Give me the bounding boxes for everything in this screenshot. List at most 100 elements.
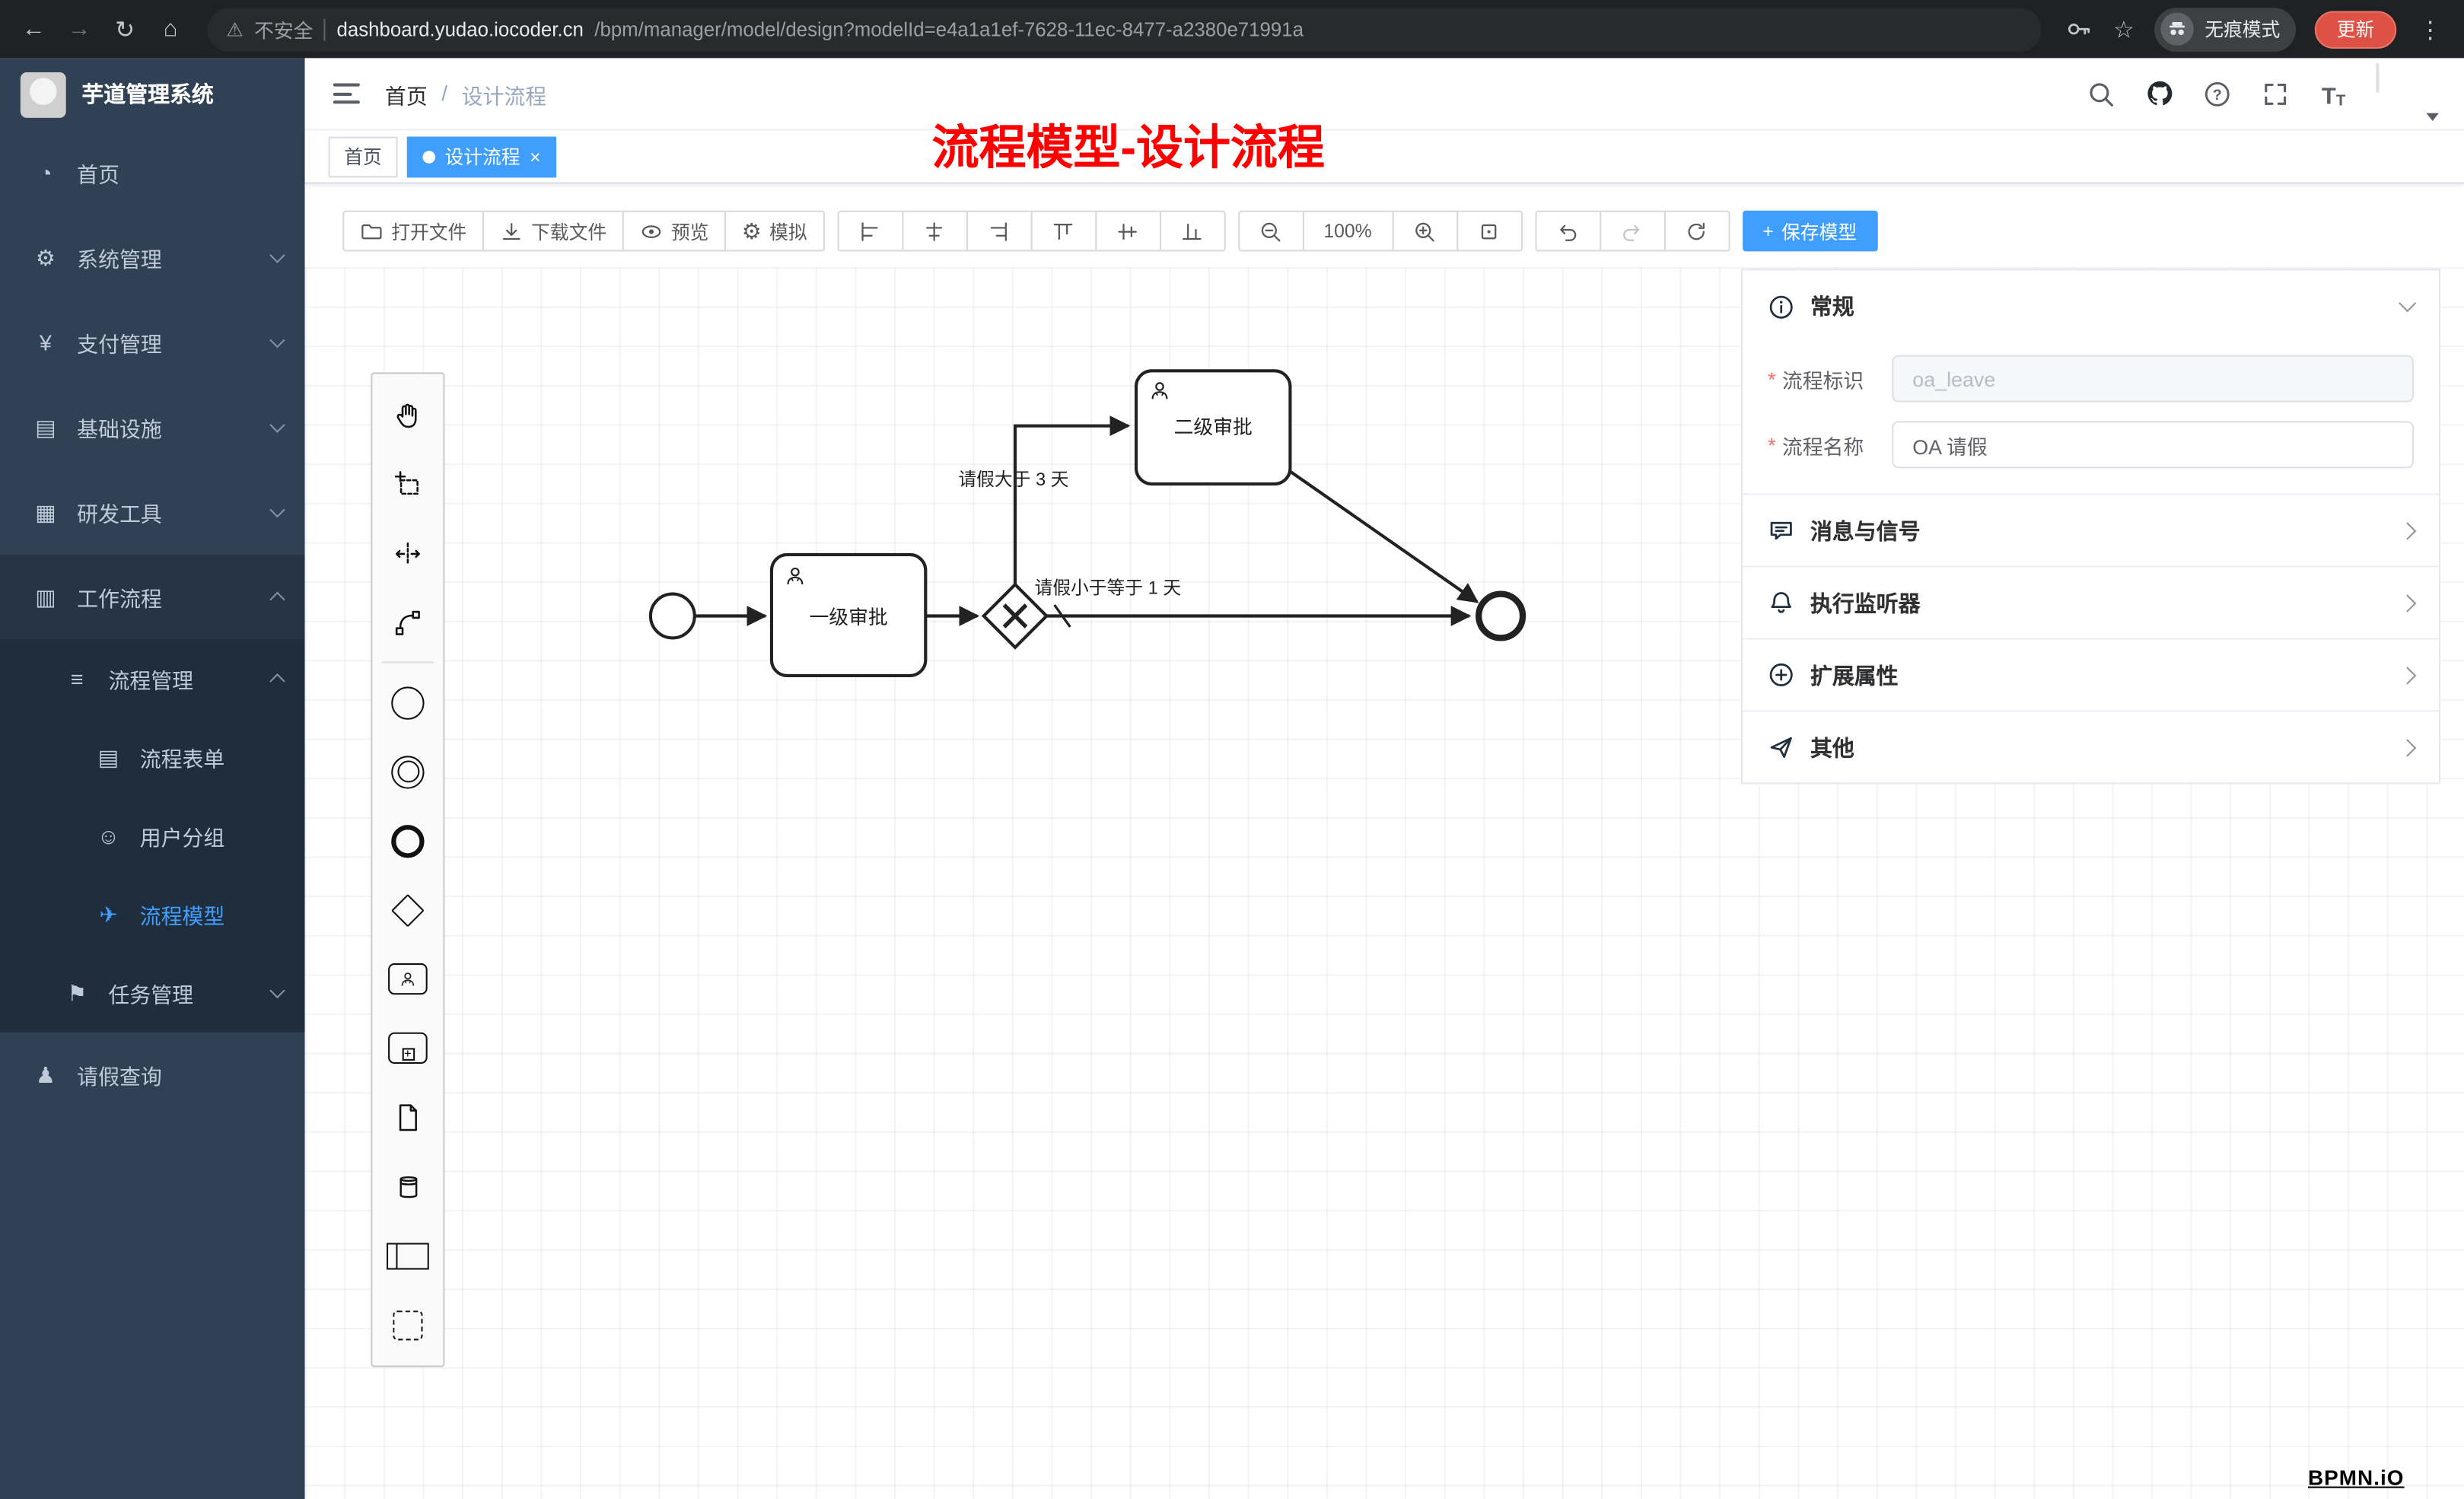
- sidebar-item-process-model[interactable]: ✈ 流程模型: [0, 875, 305, 954]
- tab-close-icon[interactable]: ×: [529, 145, 541, 167]
- sidebar-item-leave-query[interactable]: ♟ 请假查询: [0, 1033, 305, 1118]
- align-bottom-button[interactable]: [1159, 210, 1225, 252]
- browser-reload-icon[interactable]: ↻: [115, 16, 135, 43]
- sidebar-item-label: 请假查询: [77, 1065, 162, 1090]
- align-left-button[interactable]: [836, 210, 903, 252]
- space-tool[interactable]: [372, 518, 443, 587]
- zoom-button-group: 100%: [1237, 210, 1523, 252]
- align-top-button[interactable]: [1030, 210, 1097, 252]
- create-participant[interactable]: [372, 1221, 443, 1291]
- create-end-event[interactable]: [372, 806, 443, 875]
- sidebar-item-process-management[interactable]: ≡ 流程管理: [0, 639, 305, 718]
- bpmn-io-watermark[interactable]: BPMN.iO: [2308, 1466, 2405, 1490]
- create-gateway[interactable]: [372, 875, 443, 944]
- zoom-in-button[interactable]: [1391, 210, 1458, 252]
- panel-section-message[interactable]: 消息与信号: [1743, 493, 2439, 565]
- incognito-badge: 无痕模式: [2154, 7, 2297, 52]
- app-logo[interactable]: 芋道管理系统: [0, 58, 305, 130]
- save-model-button[interactable]: + 保存模型: [1742, 210, 1878, 252]
- sidebar-item-label: 流程表单: [139, 747, 225, 772]
- tags-view: 首页 设计流程 ×: [304, 130, 2464, 184]
- sidebar: 芋道管理系统 ◔ 首页 ⚙ 系统管理 ¥ 支付管理 ▤ 基础设施 ▦ 研发工具 …: [0, 58, 305, 1499]
- search-icon[interactable]: [2085, 78, 2116, 109]
- bookmark-star-icon[interactable]: ☆: [2112, 16, 2135, 43]
- panel-section-other[interactable]: 其他: [1743, 710, 2439, 782]
- task-first-approval[interactable]: [769, 552, 928, 678]
- save-model-label: 保存模型: [1781, 221, 1858, 243]
- field-process-key: * 流程标识: [1743, 345, 2439, 412]
- sidebar-item-home[interactable]: ◔ 首页: [0, 130, 305, 215]
- sidebar-item-system[interactable]: ⚙ 系统管理: [0, 215, 305, 301]
- process-name-input[interactable]: [1892, 421, 2414, 469]
- preview-button[interactable]: 预览: [622, 210, 727, 252]
- sidebar-item-task-management[interactable]: ⚑ 任务管理: [0, 953, 305, 1033]
- condition-label-le1[interactable]: 请假小于等于 1 天: [1035, 578, 1182, 599]
- browser-back-icon[interactable]: ←: [21, 15, 46, 43]
- panel-section-general[interactable]: 常规: [1743, 270, 2439, 342]
- sidebar-item-workflow[interactable]: ▥ 工作流程: [0, 554, 305, 640]
- open-file-button[interactable]: 打开文件: [342, 210, 485, 252]
- sidebar-item-infrastructure[interactable]: ▤ 基础设施: [0, 385, 305, 470]
- sidebar-collapse-icon[interactable]: [333, 83, 360, 104]
- chevron-right-icon: [2398, 666, 2417, 684]
- zoom-reset-button[interactable]: [1456, 210, 1523, 252]
- panel-section-extension[interactable]: 扩展属性: [1743, 638, 2439, 710]
- task-second-approval[interactable]: [1134, 369, 1292, 486]
- process-key-input[interactable]: [1892, 355, 2414, 403]
- fullscreen-icon[interactable]: [2260, 78, 2291, 109]
- redo-button[interactable]: [1599, 210, 1666, 252]
- browser-forward-icon[interactable]: →: [67, 15, 91, 43]
- flow-task2-to-end[interactable]: [1289, 469, 1479, 603]
- download-file-button[interactable]: 下载文件: [482, 210, 624, 252]
- create-user-task[interactable]: [372, 944, 443, 1014]
- panel-section-title: 常规: [1810, 294, 1854, 320]
- key-icon[interactable]: [2057, 8, 2099, 50]
- simulate-button[interactable]: ⚙ 模拟: [724, 210, 825, 252]
- panel-section-listener[interactable]: 执行监听器: [1743, 565, 2439, 638]
- zoom-out-button[interactable]: [1237, 210, 1304, 252]
- sidebar-item-process-form[interactable]: ▤ 流程表单: [0, 718, 305, 797]
- sidebar-item-devtools[interactable]: ▦ 研发工具: [0, 469, 305, 555]
- align-right-button[interactable]: [966, 210, 1032, 252]
- required-star: *: [1768, 432, 1776, 457]
- lasso-tool[interactable]: [372, 450, 443, 519]
- open-file-label: 打开文件: [391, 221, 467, 243]
- field-process-name: * 流程名称: [1743, 412, 2439, 478]
- zoom-level-value[interactable]: 100%: [1302, 210, 1393, 252]
- condition-label-gt3[interactable]: 请假大于 3 天: [958, 469, 1068, 490]
- start-event[interactable]: [648, 592, 696, 640]
- hand-tool[interactable]: [372, 380, 443, 450]
- browser-menu-icon[interactable]: ⋮: [2418, 16, 2443, 43]
- bpmn-canvas[interactable]: 一级审批 二级审批 请假大于 3 天 请假小于等于 1 天: [304, 267, 2464, 1499]
- tab-design-process[interactable]: 设计流程 ×: [406, 135, 557, 177]
- align-middle-button[interactable]: [1094, 210, 1161, 252]
- create-data-store[interactable]: [372, 1152, 443, 1221]
- address-bar[interactable]: ⚠ 不安全 dashboard.yudao.iocoder.cn/bpm/man…: [207, 7, 2042, 52]
- sidebar-item-payment[interactable]: ¥ 支付管理: [0, 300, 305, 385]
- sidebar-item-label: 流程管理: [108, 669, 194, 693]
- flow-gateway-to-task2[interactable]: [1013, 415, 1131, 585]
- create-start-event[interactable]: [372, 668, 443, 737]
- create-intermediate-event[interactable]: [372, 737, 443, 807]
- browser-update-button[interactable]: 更新: [2314, 10, 2397, 48]
- undo-button[interactable]: [1534, 210, 1601, 252]
- github-icon[interactable]: [2144, 78, 2175, 109]
- global-connect-tool[interactable]: [372, 587, 443, 657]
- breadcrumb-home[interactable]: 首页: [384, 84, 428, 108]
- paper-plane-icon: ✈: [99, 901, 118, 927]
- plus-circle-icon: [1769, 663, 1793, 686]
- sidebar-item-user-group[interactable]: ☺ 用户分组: [0, 796, 305, 876]
- create-data-object[interactable]: [372, 1083, 443, 1152]
- help-icon[interactable]: ?: [2201, 78, 2233, 109]
- end-event[interactable]: [1476, 590, 1526, 641]
- user-avatar[interactable]: [2376, 62, 2439, 123]
- refresh-button[interactable]: [1663, 210, 1730, 252]
- browser-home-icon[interactable]: ⌂: [163, 15, 178, 43]
- required-star: *: [1768, 367, 1776, 391]
- chevron-up-icon: [269, 591, 285, 608]
- create-subprocess[interactable]: +: [372, 1014, 443, 1083]
- tab-home[interactable]: 首页: [328, 135, 398, 177]
- create-group[interactable]: [372, 1290, 443, 1359]
- align-center-button[interactable]: [901, 210, 968, 252]
